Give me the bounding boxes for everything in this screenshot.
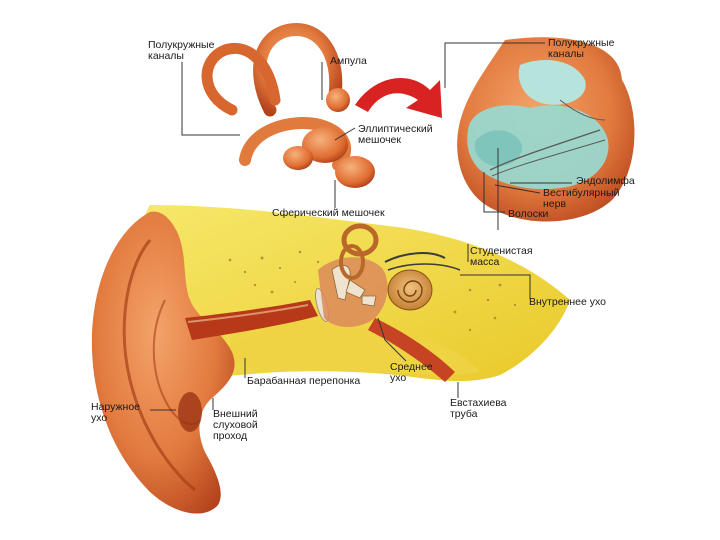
label-hairs: Волоски [508,209,548,220]
label-semicircular-canals: Полукружные каналы [148,40,214,62]
label-ear-canal: Внешний слуховой проход [213,409,258,442]
label-utricle: Эллиптический мешочек [358,124,433,146]
label-middle-ear: Среднее ухо [390,362,433,384]
label-gelatinous-mass: Студенистая масса [470,246,533,268]
label-outer-ear: Наружное ухо [91,402,140,424]
label-vestibular-nerve: Вестибулярный нерв [543,188,619,210]
label-semicircular-canals-detail: Полукружные каналы [548,38,614,60]
label-saccule: Сферический мешочек [272,208,385,219]
label-eardrum: Барабанная перепонка [247,376,360,387]
zoom-arrow [355,78,442,118]
label-inner-ear: Внутреннее ухо [529,297,606,308]
vestibular-apparatus [207,29,375,188]
label-eustachian-tube: Евстахиева труба [450,398,507,420]
label-ampulla: Ампула [330,56,367,67]
label-endolymph: Эндолимфа [576,176,635,187]
